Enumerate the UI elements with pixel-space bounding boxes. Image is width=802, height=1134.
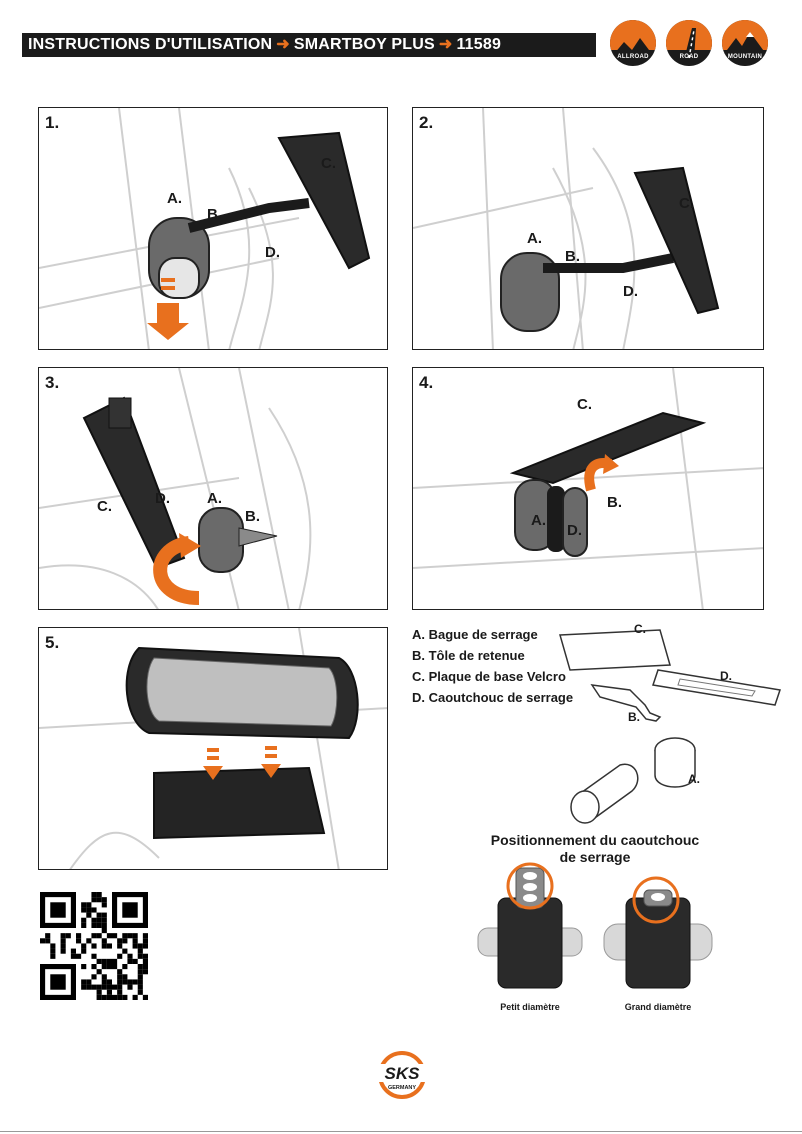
step-2-panel: 2. A. B. C. D. bbox=[412, 107, 764, 350]
header-banner: INSTRUCTIONS D'UTILISATION➜SMARTBOY PLUS… bbox=[22, 33, 596, 57]
step-2-illustration bbox=[413, 108, 720, 349]
header-article-number: 11589 bbox=[456, 36, 502, 53]
small-diameter-illustration bbox=[477, 862, 583, 989]
label-b: B. bbox=[565, 248, 580, 265]
qr-code bbox=[40, 892, 148, 1000]
step-3-panel: 3. C. D. A. B. bbox=[38, 367, 388, 610]
label-b: B. bbox=[207, 206, 222, 223]
logo-brand-text: SKS bbox=[385, 1064, 421, 1083]
step-5-illustration bbox=[39, 628, 387, 869]
allroad-badge: ALLROAD bbox=[610, 20, 656, 66]
step-3-illustration bbox=[39, 368, 312, 609]
step-4-illustration bbox=[413, 368, 763, 609]
label-c: C. bbox=[679, 195, 694, 212]
large-diameter-illustration bbox=[603, 876, 713, 989]
positioning-title: Positionnement du caoutchouc de serrage bbox=[490, 832, 700, 865]
step-number: 2. bbox=[419, 113, 434, 132]
step-5-panel: 5. bbox=[38, 627, 388, 870]
label-b: B. bbox=[607, 494, 622, 511]
arrow-icon: ➜ bbox=[438, 36, 453, 53]
step-number: 5. bbox=[45, 633, 60, 652]
legend-item: A. Bague de serrage bbox=[412, 627, 538, 642]
part-label-d: D. bbox=[720, 669, 732, 683]
mountain-badge: MOUNTAIN bbox=[722, 20, 768, 66]
label-a: A. bbox=[167, 190, 182, 207]
header-product: SMARTBOY PLUS bbox=[293, 36, 435, 53]
arrow-icon: ➜ bbox=[276, 36, 290, 53]
legend-item: C. Plaque de base Velcro bbox=[412, 669, 566, 684]
part-label-c: C. bbox=[634, 622, 646, 636]
logo-sub-text: GERMANY bbox=[388, 1085, 416, 1091]
label-b: B. bbox=[245, 508, 260, 525]
caption-large-diameter: Grand diamètre bbox=[624, 1002, 692, 1012]
parts-exploded-diagram bbox=[559, 629, 781, 824]
part-label-b: B. bbox=[628, 710, 640, 724]
page-bottom-rule bbox=[0, 1131, 802, 1132]
label-c: C. bbox=[577, 396, 592, 413]
part-label-a: A. bbox=[688, 772, 700, 786]
label-a: A. bbox=[531, 512, 546, 529]
label-d: D. bbox=[265, 244, 280, 261]
label-c: C. bbox=[97, 498, 112, 515]
label-c: C. bbox=[321, 155, 336, 172]
legend-item: D. Caoutchouc de serrage bbox=[412, 690, 574, 705]
header-title: INSTRUCTIONS D'UTILISATION bbox=[28, 36, 273, 53]
parts-legend: A. Bague de serrage B. Tôle de retenue C… bbox=[412, 624, 573, 708]
caption-small-diameter: Petit diamètre bbox=[500, 1002, 560, 1012]
step-number: 3. bbox=[45, 373, 60, 392]
step-1-illustration bbox=[39, 108, 371, 349]
label-a: A. bbox=[207, 490, 222, 507]
step-1-panel: 1. A. B. C. D. bbox=[38, 107, 388, 350]
label-d: D. bbox=[623, 283, 638, 300]
step-number: 4. bbox=[419, 373, 434, 392]
label-d: D. bbox=[155, 490, 170, 507]
label-a: A. bbox=[527, 230, 542, 247]
step-number: 1. bbox=[45, 113, 60, 132]
step-4-panel: 4. C. B. A. D. bbox=[412, 367, 764, 610]
sks-logo: SKS GERMANY bbox=[378, 1051, 426, 1099]
label-d: D. bbox=[567, 522, 582, 539]
legend-item: B. Tôle de retenue bbox=[412, 648, 525, 663]
road-badge: ROAD bbox=[666, 20, 712, 66]
